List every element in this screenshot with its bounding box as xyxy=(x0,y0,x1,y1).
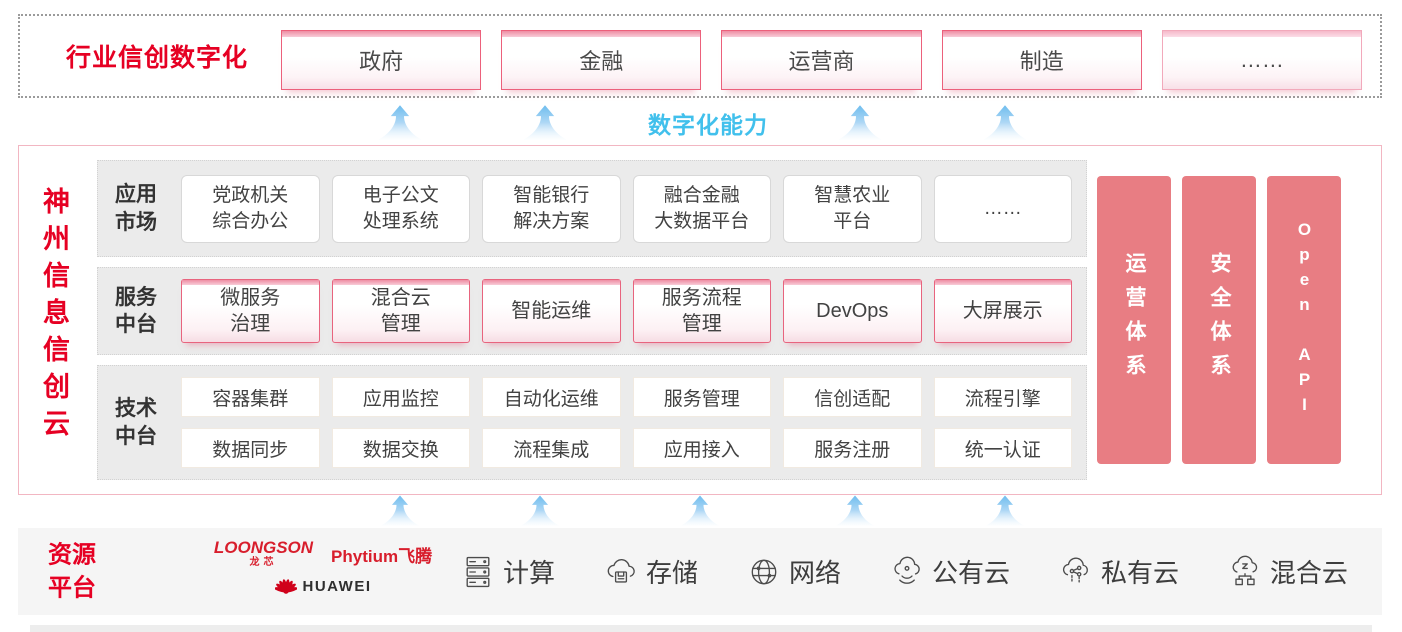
app-box: 电子公文 处理系统 xyxy=(331,174,470,243)
pillar-security: 安全体系 xyxy=(1182,176,1256,464)
resource-item-public-cloud: 公有云 xyxy=(889,553,1010,590)
bottom-edge-strip xyxy=(30,625,1372,632)
loongson-logo: LOONGSON 龙芯 xyxy=(214,539,313,568)
up-arrow-icon xyxy=(836,495,874,526)
tech-box: 容器集群 xyxy=(181,377,320,417)
public-cloud-icon xyxy=(894,556,920,584)
resource-item-label: 私有云 xyxy=(1100,558,1179,588)
service-box: 混合云 管理 xyxy=(331,279,470,343)
up-arrow-icon xyxy=(838,105,882,140)
up-arrow-icon xyxy=(521,495,559,526)
industry-label: 制造 xyxy=(1019,49,1064,74)
tech-platform-label: 技术 中台 xyxy=(115,397,157,448)
service-box: 微服务 治理 xyxy=(181,279,320,343)
hybrid-cloud-icon xyxy=(1232,555,1258,585)
service-platform-boxes: 微服务 治理 混合云 管理 智能运维 服务流程 管理 DevOps 大屏展示 xyxy=(181,279,1072,343)
compute-icon xyxy=(466,556,490,587)
tech-box: 服务管理 xyxy=(632,377,771,417)
resource-section: 资源 平台 LOONGSON 龙芯 Phytium飞腾 xyxy=(18,528,1382,615)
service-box: 智能运维 xyxy=(482,279,621,343)
industry-label: …… xyxy=(1239,47,1284,72)
resource-item-private-cloud: 私有云 xyxy=(1058,553,1179,590)
resource-item-compute: 计算 xyxy=(460,553,555,590)
up-arrow-icon xyxy=(681,495,719,526)
industry-box-manufacturing: 制造 xyxy=(941,30,1142,90)
tech-box: 应用监控 xyxy=(331,377,470,417)
industry-label: 政府 xyxy=(359,49,404,74)
huawei-logo-icon xyxy=(274,579,297,594)
vendor-logos: LOONGSON 龙芯 Phytium飞腾 xyxy=(206,539,440,597)
up-arrow-icon xyxy=(523,105,567,140)
app-box-more: …… xyxy=(933,174,1072,243)
service-box: 服务流程 管理 xyxy=(632,279,771,343)
resource-item-network: 网络 xyxy=(746,553,841,590)
industry-label: 运营商 xyxy=(788,49,855,74)
tech-box: 流程集成 xyxy=(482,428,621,468)
loongson-logo-cn: 龙芯 xyxy=(249,557,278,568)
tech-box: 数据同步 xyxy=(181,428,320,468)
tech-box: 服务注册 xyxy=(783,428,922,468)
tech-platform-row: 技术 中台 容器集群 应用监控 自动化运维 服务管理 信创适配 流程引擎 数据同… xyxy=(97,365,1087,480)
tech-box: 自动化运维 xyxy=(482,377,621,417)
app-market-row: 应用 市场 党政机关 综合办公 电子公文 处理系统 智能银行 解决方案 融合金融… xyxy=(97,160,1087,257)
resource-section-title: 资源 平台 xyxy=(48,540,96,602)
industry-section-title: 行业信创数字化 xyxy=(66,44,249,72)
resource-item-label: 存储 xyxy=(645,558,698,588)
industry-section: 行业信创数字化 政府 金融 运营商 制造 …… xyxy=(18,14,1382,98)
up-arrow-icon xyxy=(986,495,1024,526)
tech-box: 数据交换 xyxy=(331,428,470,468)
private-cloud-icon xyxy=(1062,557,1088,583)
huawei-logo-text: HUAWEI xyxy=(302,577,372,595)
platform-section: 神州信息信创云 应用 市场 党政机关 综合办公 电子公文 处理系统 智能银行 解… xyxy=(18,145,1382,495)
storage-icon xyxy=(607,558,635,583)
resource-item-label: 混合云 xyxy=(1269,558,1348,588)
service-box: DevOps xyxy=(783,279,922,343)
up-arrow-icon xyxy=(983,105,1027,140)
industry-box-government: 政府 xyxy=(281,30,482,90)
tech-box: 流程引擎 xyxy=(933,377,1072,417)
tech-platform-boxes: 容器集群 应用监控 自动化运维 服务管理 信创适配 流程引擎 数据同步 数据交换… xyxy=(181,377,1072,468)
app-box: 融合金融 大数据平台 xyxy=(632,174,771,243)
service-platform-label: 服务 中台 xyxy=(115,285,157,336)
industry-box-more: …… xyxy=(1161,30,1363,90)
pillar-operations: 运营体系 xyxy=(1097,176,1171,464)
pillar-group: 运营体系 安全体系 Open API xyxy=(1097,176,1341,464)
service-box: 大屏展示 xyxy=(933,279,1072,343)
tech-box: 信创适配 xyxy=(783,377,922,417)
industry-box-finance: 金融 xyxy=(501,30,702,90)
phytium-logo: Phytium飞腾 xyxy=(331,547,433,566)
resource-item-storage: 存储 xyxy=(603,553,698,590)
network-icon xyxy=(751,559,777,584)
up-arrow-icon xyxy=(381,495,419,526)
capability-label: 数字化能力 xyxy=(648,112,768,138)
industry-row: 政府 金融 运营商 制造 …… xyxy=(281,30,1363,90)
resource-item-label: 网络 xyxy=(788,558,841,588)
industry-label: 金融 xyxy=(579,49,624,74)
app-box: 智慧农业 平台 xyxy=(783,174,922,243)
resource-item-label: 公有云 xyxy=(931,558,1010,588)
app-market-boxes: 党政机关 综合办公 电子公文 处理系统 智能银行 解决方案 融合金融 大数据平台… xyxy=(181,174,1072,243)
industry-box-operator: 运营商 xyxy=(721,30,922,90)
app-market-label: 应用 市场 xyxy=(115,183,157,234)
pillar-open-api: Open API xyxy=(1267,176,1341,464)
loongson-logo-text: LOONGSON xyxy=(213,538,314,557)
resource-items: 计算 存储 网络 xyxy=(460,528,1348,615)
platform-title-vertical: 神州信息信创云 xyxy=(39,187,69,446)
tech-box: 应用接入 xyxy=(632,428,771,468)
up-arrow-icon xyxy=(378,105,422,140)
app-box: 智能银行 解决方案 xyxy=(482,174,621,243)
app-box: 党政机关 综合办公 xyxy=(181,174,320,243)
resource-item-hybrid-cloud: 混合云 xyxy=(1227,553,1348,590)
resource-item-label: 计算 xyxy=(503,558,556,588)
tech-box: 统一认证 xyxy=(933,428,1072,468)
service-platform-row: 服务 中台 微服务 治理 混合云 管理 智能运维 服务流程 管理 DevOps … xyxy=(97,267,1087,355)
